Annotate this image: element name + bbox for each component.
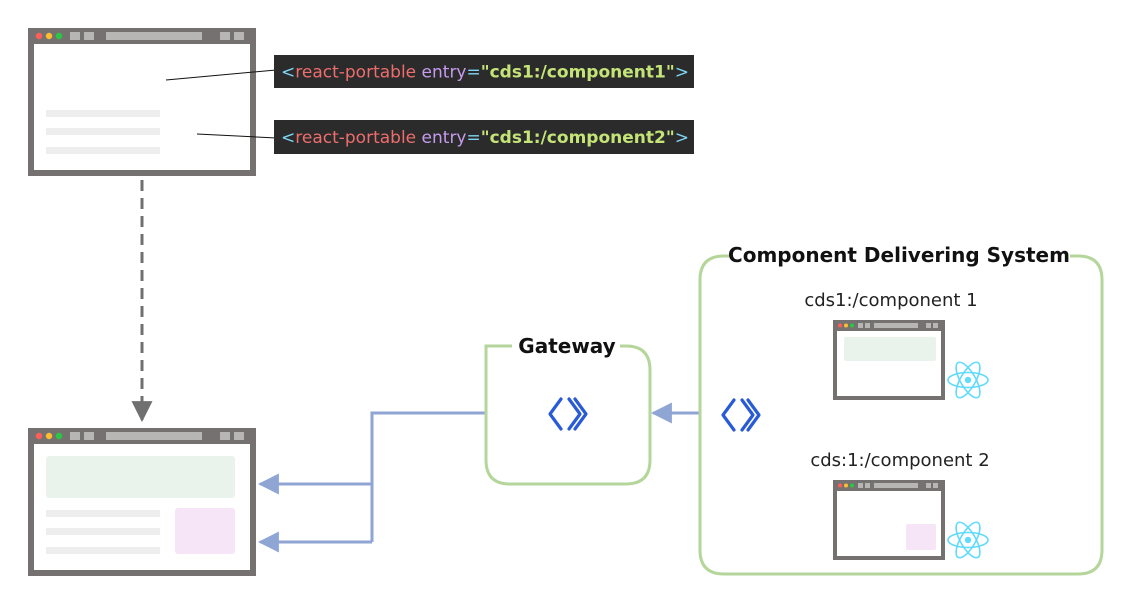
rendered-browser-window <box>28 428 256 576</box>
maximize-dot-icon <box>55 432 63 440</box>
gateway-box: Gateway <box>484 334 652 486</box>
snippet-open-bracket: < <box>281 128 295 148</box>
component-2-browser <box>833 480 945 560</box>
gateway-title: Gateway <box>518 334 615 358</box>
snippet-value: "cds1:/component1" <box>481 63 675 83</box>
gateway-chevrons-icon <box>548 397 588 431</box>
snippet-attr: entry <box>422 128 467 148</box>
minimize-dot-icon <box>45 32 53 40</box>
snippet-tag: react-portable <box>295 63 416 83</box>
react-atom-icon <box>947 521 989 559</box>
svg-text:<react-portable entry="cds1:/c: <react-portable entry="cds1:/component2"… <box>281 128 689 148</box>
snippet-pointer-line <box>165 69 277 81</box>
svg-text:<react-portable entry="cds1:/c: <react-portable entry="cds1:/component1"… <box>281 63 689 83</box>
snippet-close-bracket: > <box>675 128 689 148</box>
close-dot-icon <box>35 32 43 40</box>
code-snippet-1: <react-portable entry="cds1:/component1"… <box>274 55 694 88</box>
gateway-trunk-line <box>370 411 486 542</box>
snippet-eq: = <box>467 63 481 83</box>
snippet-open-bracket: < <box>281 63 295 83</box>
component-1-label: cds1:/component 1 <box>804 290 977 311</box>
snippet-value: "cds1:/component2" <box>481 128 675 148</box>
snippet-pointer-line <box>196 133 277 139</box>
cds-chevrons-icon <box>721 398 761 432</box>
close-dot-icon <box>35 432 43 440</box>
component-1-browser <box>833 320 945 400</box>
react-atom-icon <box>947 361 989 399</box>
rendered-component-2 <box>175 508 235 554</box>
address-bar <box>106 32 202 40</box>
snippet-attr: entry <box>422 63 467 83</box>
host-browser-window <box>28 28 256 176</box>
component-2-label: cds:1:/component 2 <box>810 450 989 471</box>
snippet-tag: react-portable <box>295 128 416 148</box>
cds-box: Component Delivering System cds1:/compon… <box>698 243 1104 576</box>
address-bar <box>106 432 202 440</box>
snippet-eq: = <box>467 128 481 148</box>
cds-title: Component Delivering System <box>728 243 1070 267</box>
code-snippet-2: <react-portable entry="cds1:/component2"… <box>274 120 694 154</box>
minimize-dot-icon <box>45 432 53 440</box>
rendered-component-1 <box>46 456 235 498</box>
maximize-dot-icon <box>55 32 63 40</box>
snippet-close-bracket: > <box>675 63 689 83</box>
